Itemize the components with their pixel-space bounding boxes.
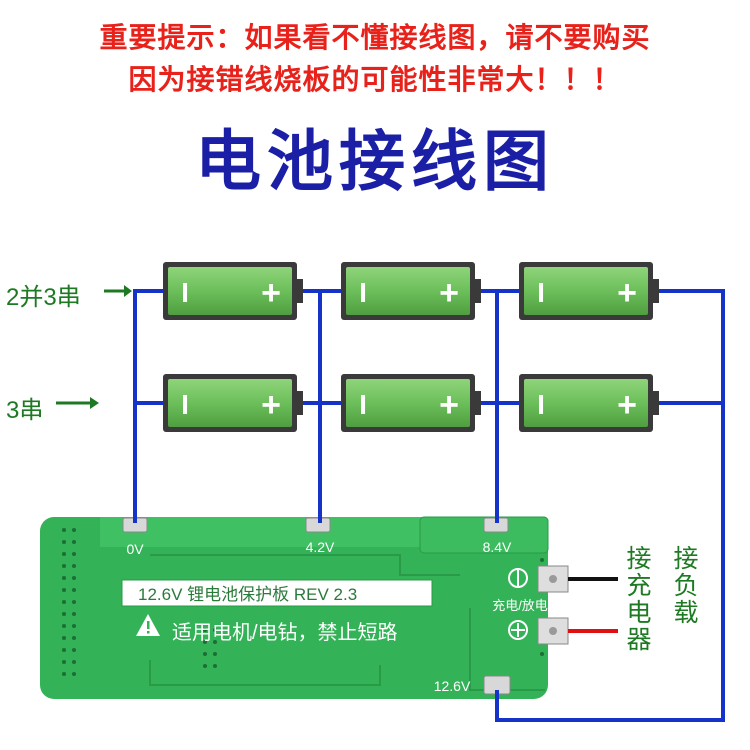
protection-board: 12.6V 锂电池保护板 REV 2.3 适用电机/电钻，禁止短路 0V 4.2… [40, 516, 569, 699]
arrow-3s-icon [56, 397, 99, 409]
board-warning: 适用电机/电钻，禁止短路 [172, 621, 398, 644]
label-two-parallel-three-series: 2并3串 [6, 284, 81, 311]
battery-negative-symbol: I [181, 389, 189, 420]
page-title: 电池接线图 [195, 122, 555, 200]
battery-negative-symbol: I [537, 389, 545, 420]
battery-cell: I+ [163, 262, 303, 320]
battery-bank: I+I+I+I+I+I+ [163, 262, 659, 432]
series-parallel-wiring [133, 289, 725, 722]
battery-negative-symbol: I [359, 389, 367, 420]
battery-positive-symbol: + [617, 386, 637, 424]
battery-cell: I+ [519, 374, 659, 432]
label-three-series: 3串 [6, 397, 44, 424]
board-name: 12.6V 锂电池保护板 REV 2.3 [138, 585, 357, 604]
io-label: 充电/放电 [492, 598, 548, 613]
battery-cell: I+ [341, 262, 481, 320]
battery-cell: I+ [519, 262, 659, 320]
minus-circle-icon [508, 568, 528, 588]
battery-cell: I+ [341, 374, 481, 432]
battery-negative-symbol: I [359, 277, 367, 308]
label-charger: 接充电器 [623, 545, 652, 653]
warning-triangle-icon [136, 614, 160, 636]
label-load: 接负载 [670, 545, 699, 626]
warning-line-2: 因为接错线烧板的可能性非常大！！！ [128, 63, 622, 96]
pad-8-4v-label: 8.4V [483, 539, 512, 555]
pad-4-2v-label: 4.2V [306, 539, 335, 555]
pad-0v-label: 0V [126, 541, 144, 557]
battery-cell: I+ [163, 374, 303, 432]
battery-positive-symbol: + [261, 274, 281, 312]
battery-positive-symbol: + [617, 274, 637, 312]
battery-negative-symbol: I [181, 277, 189, 308]
warning-line-1: 重要提示：如果看不懂接线图，请不要购买 [99, 21, 651, 54]
battery-negative-symbol: I [537, 277, 545, 308]
battery-positive-symbol: + [261, 386, 281, 424]
battery-positive-symbol: + [439, 274, 459, 312]
pad-12-6v-label: 12.6V [434, 678, 471, 694]
arrow-2p3s-icon [104, 285, 132, 297]
battery-positive-symbol: + [439, 386, 459, 424]
plus-circle-icon [508, 620, 528, 640]
